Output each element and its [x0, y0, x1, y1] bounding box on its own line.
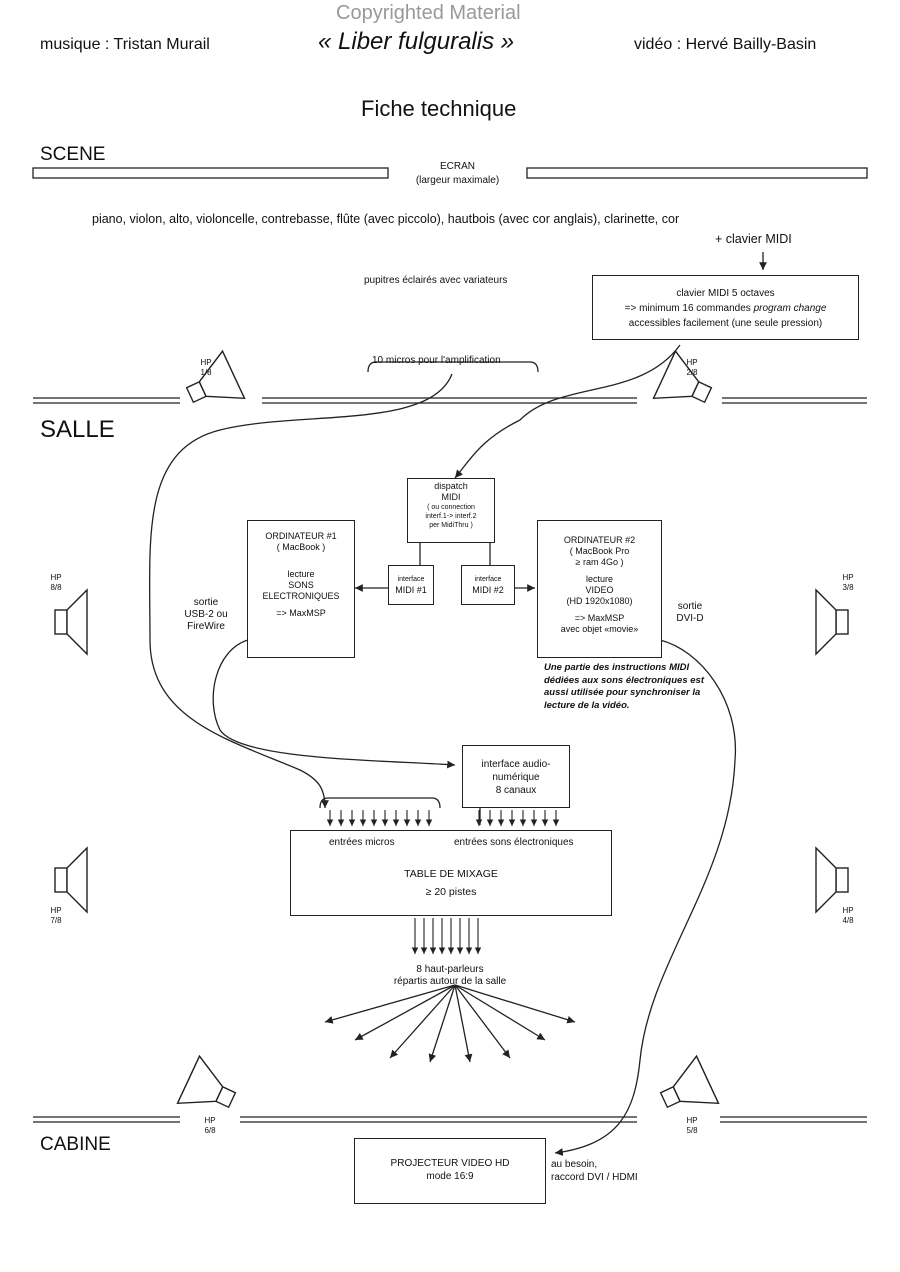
pupitres-note: pupitres éclairés avec variateurs [364, 275, 508, 286]
mixer-input-sons: entrées sons électroniques [454, 837, 574, 848]
speaker-8-icon [54, 588, 88, 656]
composer-credit: musique : Tristan Murail [40, 36, 210, 53]
speaker-2-icon [652, 349, 713, 404]
screen-rail-right [526, 167, 868, 179]
raccord-note: au besoin,raccord DVI / HDMI [551, 1159, 638, 1183]
mixer-input-micros: entrées micros [329, 837, 395, 848]
screen-rail-left [32, 167, 389, 179]
section-salle: SALLE [40, 416, 115, 443]
micros-label: 10 micros pour l'amplification [372, 355, 501, 366]
video-credit: vidéo : Hervé Bailly-Basin [634, 36, 817, 53]
speaker-1-icon [185, 349, 246, 404]
page-subtitle: Fiche technique [361, 96, 517, 121]
instruments-list: piano, violon, alto, violoncelle, contre… [92, 212, 680, 226]
section-scene: SCENE [40, 144, 106, 165]
screen-label: ECRAN(largeur maximale) [415, 161, 500, 186]
speaker-5-icon [659, 1054, 720, 1109]
speaker-7-icon [54, 846, 88, 914]
speaker-4-icon [815, 846, 849, 914]
watermark: Copyrighted Material [336, 2, 521, 24]
ordinateur-2-box: ORDINATEUR #2( MacBook Pro≥ ram 4Go ) le… [537, 520, 662, 658]
work-title: « Liber fulguralis » [318, 28, 515, 55]
speaker-6-icon [176, 1054, 237, 1109]
section-cabine: CABINE [40, 1134, 111, 1155]
mixer-box: entrées micros entrées sons électronique… [290, 830, 612, 916]
clavier-midi-box: clavier MIDI 5 octaves => minimum 16 com… [592, 275, 859, 340]
speaker-3-icon [815, 588, 849, 656]
instruments-midi: + clavier MIDI [715, 232, 792, 246]
